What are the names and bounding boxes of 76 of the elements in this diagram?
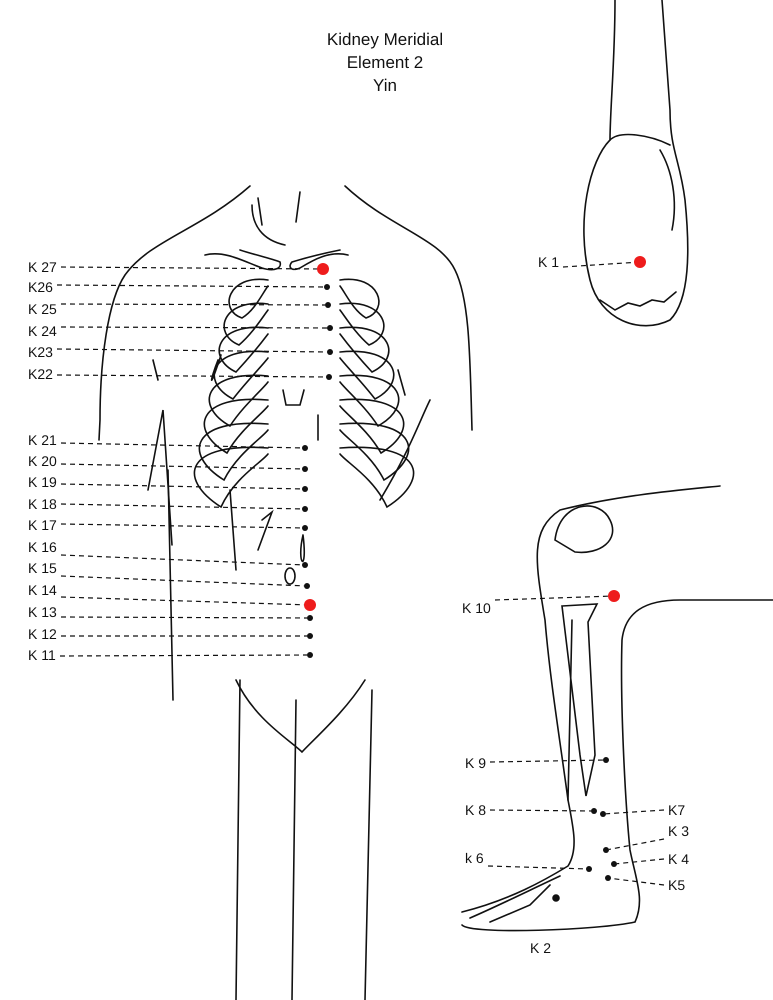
acupoint-marker (325, 302, 331, 308)
leader-line (57, 284, 324, 288)
point-label: K26 (28, 277, 53, 297)
leader-line (490, 759, 604, 763)
acupoint-marker (605, 875, 611, 881)
acupoint-marker (307, 633, 313, 639)
acupoint-marker (307, 652, 313, 658)
acupoint-marker (302, 486, 308, 492)
title: Kidney Meridial (326, 29, 444, 51)
leader-line (57, 374, 326, 378)
leader-line (61, 303, 325, 306)
point-label: K 12 (28, 624, 57, 644)
acupoint-marker (591, 808, 597, 814)
point-label: K 9 (465, 753, 486, 773)
leader-line (60, 463, 302, 470)
acupoint-marker (600, 811, 606, 817)
point-label: K 10 (462, 598, 491, 618)
leader-line (494, 596, 608, 601)
point-label: K 20 (28, 451, 57, 471)
point-label: K 3 (668, 821, 690, 841)
leader-line (60, 442, 302, 449)
point-label: K5 (668, 875, 686, 895)
point-label: K 18 (28, 494, 57, 514)
acupoint-marker (603, 847, 609, 853)
leader-line (60, 654, 307, 657)
acupoint-marker (317, 263, 329, 275)
acupoint-marker (326, 374, 332, 380)
point-label: K 16 (28, 537, 57, 557)
point-label: K 2 (530, 939, 552, 958)
point-label: K 19 (28, 472, 57, 492)
acupoint-marker (324, 284, 330, 290)
leader-line (61, 523, 302, 529)
acupoint-marker (302, 525, 308, 531)
point-label: K 11 (28, 645, 56, 665)
acupoint-marker (611, 861, 617, 867)
point-label: K22 (28, 364, 53, 384)
leader-line (61, 326, 327, 329)
acupoint-marker (634, 256, 646, 268)
point-label: K 13 (28, 602, 57, 622)
point-label: K 4 (668, 849, 690, 869)
point-label: K 17 (28, 515, 57, 535)
point-label: K 14 (28, 580, 57, 600)
point-label: K 1 (538, 252, 560, 272)
subtitle: Yin (372, 75, 398, 97)
leader-line (606, 809, 664, 814)
leader-line (616, 858, 664, 864)
acupoint-marker (302, 445, 308, 451)
acupoint-marker (302, 562, 308, 568)
acupoint-marker (304, 599, 316, 611)
acupoint-marker (307, 615, 313, 621)
leader-line (60, 483, 302, 490)
point-label: K23 (28, 342, 53, 362)
leader-line (61, 635, 307, 637)
acupoint-marker (608, 590, 620, 602)
acupoint-marker (586, 866, 592, 872)
acupoint-marker (304, 583, 310, 589)
leader-line (490, 809, 591, 812)
acupoint-marker (302, 466, 308, 472)
point-label: K 15 (28, 558, 57, 578)
point-label: K 8 (465, 800, 486, 820)
leader-line (60, 554, 302, 566)
point-label: K 27 (28, 257, 57, 277)
acupoint-marker (327, 325, 333, 331)
acupoint-marker (302, 506, 308, 512)
acupoint-marker (603, 757, 609, 763)
leader-line (608, 838, 664, 850)
acupoint-marker (327, 349, 333, 355)
point-label: K7 (668, 800, 686, 820)
point-label: K 25 (28, 299, 57, 319)
point-label: K 21 (28, 430, 57, 450)
leader-line (61, 616, 307, 619)
point-label: k 6 (465, 848, 484, 868)
leader-line (60, 503, 302, 510)
subtitle: Element 2 (346, 52, 424, 74)
leader-line (61, 266, 317, 270)
point-label: K 24 (28, 321, 57, 341)
